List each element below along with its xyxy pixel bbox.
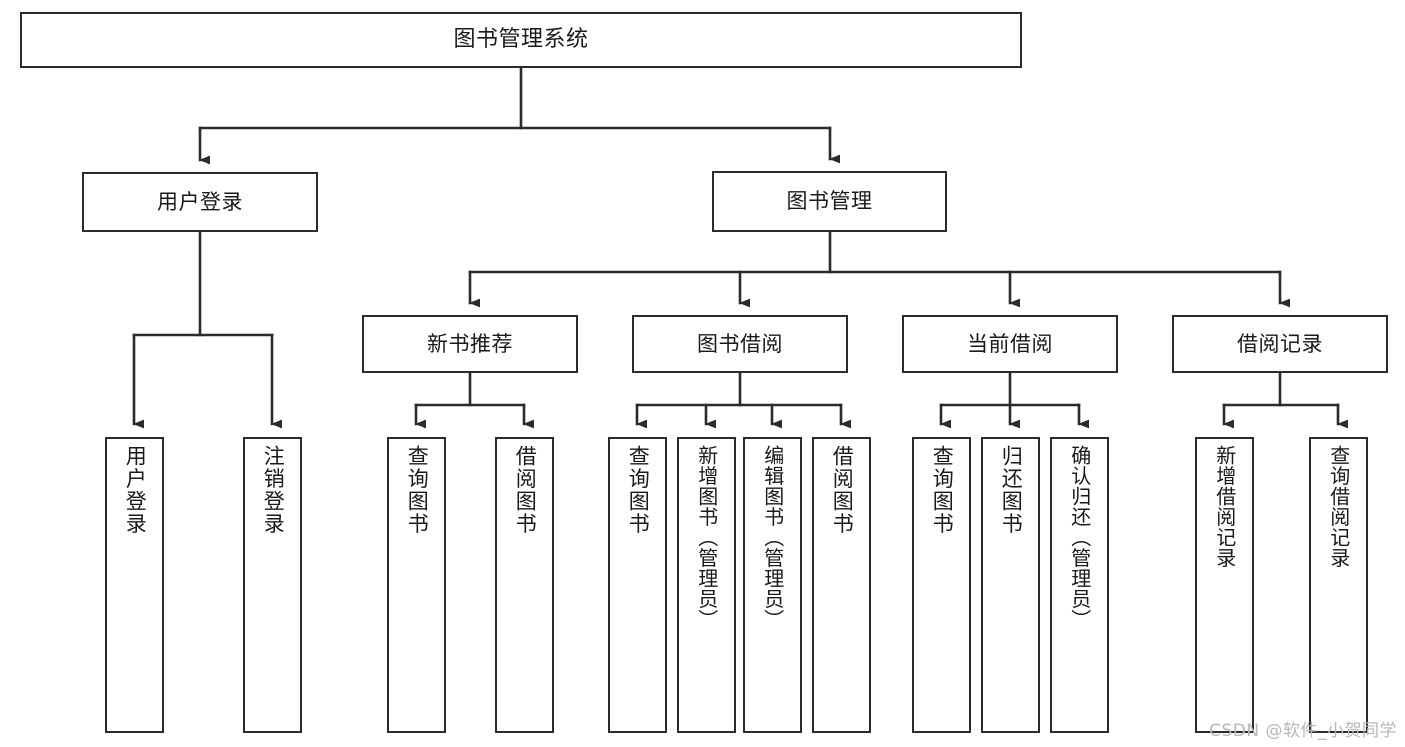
node-label: 用户登录 [123, 445, 148, 535]
node-label: 查询图书 [626, 445, 651, 535]
node-label: 借阅图书 [830, 445, 855, 535]
node-user-login[interactable]: 用户登录 [82, 172, 318, 232]
node-leaf-query-borrow-record[interactable]: 查询借阅记录 [1309, 437, 1368, 733]
node-leaf-query-book-2[interactable]: 查询图书 [608, 437, 667, 733]
node-leaf-confirm-return[interactable]: 确认归还（管理员） [1050, 437, 1109, 733]
node-label: 归还图书 [999, 445, 1024, 535]
node-leaf-query-book-1[interactable]: 查询图书 [387, 437, 446, 733]
node-leaf-borrow-book-1[interactable]: 借阅图书 [495, 437, 554, 733]
node-label: 注销登录 [261, 445, 286, 535]
node-label: 图书借阅 [697, 331, 783, 356]
node-leaf-logout-login[interactable]: 注销登录 [243, 437, 302, 733]
node-label: 新增图书（管理员） [694, 445, 719, 630]
node-label: 新书推荐 [427, 331, 513, 356]
node-leaf-add-book[interactable]: 新增图书（管理员） [677, 437, 736, 733]
node-book-borrow[interactable]: 图书借阅 [632, 315, 848, 373]
node-leaf-query-book-3[interactable]: 查询图书 [912, 437, 971, 733]
node-label: 编辑图书（管理员） [760, 445, 785, 630]
node-label: 查询图书 [405, 445, 430, 535]
node-leaf-user-login[interactable]: 用户登录 [105, 437, 164, 733]
node-new-book-recommend[interactable]: 新书推荐 [362, 315, 578, 373]
node-borrow-record[interactable]: 借阅记录 [1172, 315, 1388, 373]
node-leaf-edit-book[interactable]: 编辑图书（管理员） [743, 437, 802, 733]
node-label: 查询图书 [930, 445, 955, 535]
node-label: 图书管理 [786, 189, 873, 214]
node-label: 新增借阅记录 [1212, 445, 1237, 568]
node-label: 用户登录 [157, 189, 243, 214]
node-leaf-add-borrow-record[interactable]: 新增借阅记录 [1195, 437, 1254, 733]
node-book-management[interactable]: 图书管理 [712, 171, 947, 232]
node-leaf-return-book[interactable]: 归还图书 [981, 437, 1040, 733]
node-label: 当前借阅 [967, 331, 1053, 356]
node-label: 借阅记录 [1237, 331, 1323, 356]
node-current-borrow[interactable]: 当前借阅 [902, 315, 1118, 373]
node-book-management-system[interactable]: 图书管理系统 [20, 12, 1022, 68]
node-label: 确认归还（管理员） [1067, 445, 1092, 630]
node-label: 图书管理系统 [453, 27, 589, 53]
node-leaf-borrow-book-2[interactable]: 借阅图书 [812, 437, 871, 733]
node-label: 查询借阅记录 [1326, 445, 1351, 568]
node-label: 借阅图书 [513, 445, 538, 535]
